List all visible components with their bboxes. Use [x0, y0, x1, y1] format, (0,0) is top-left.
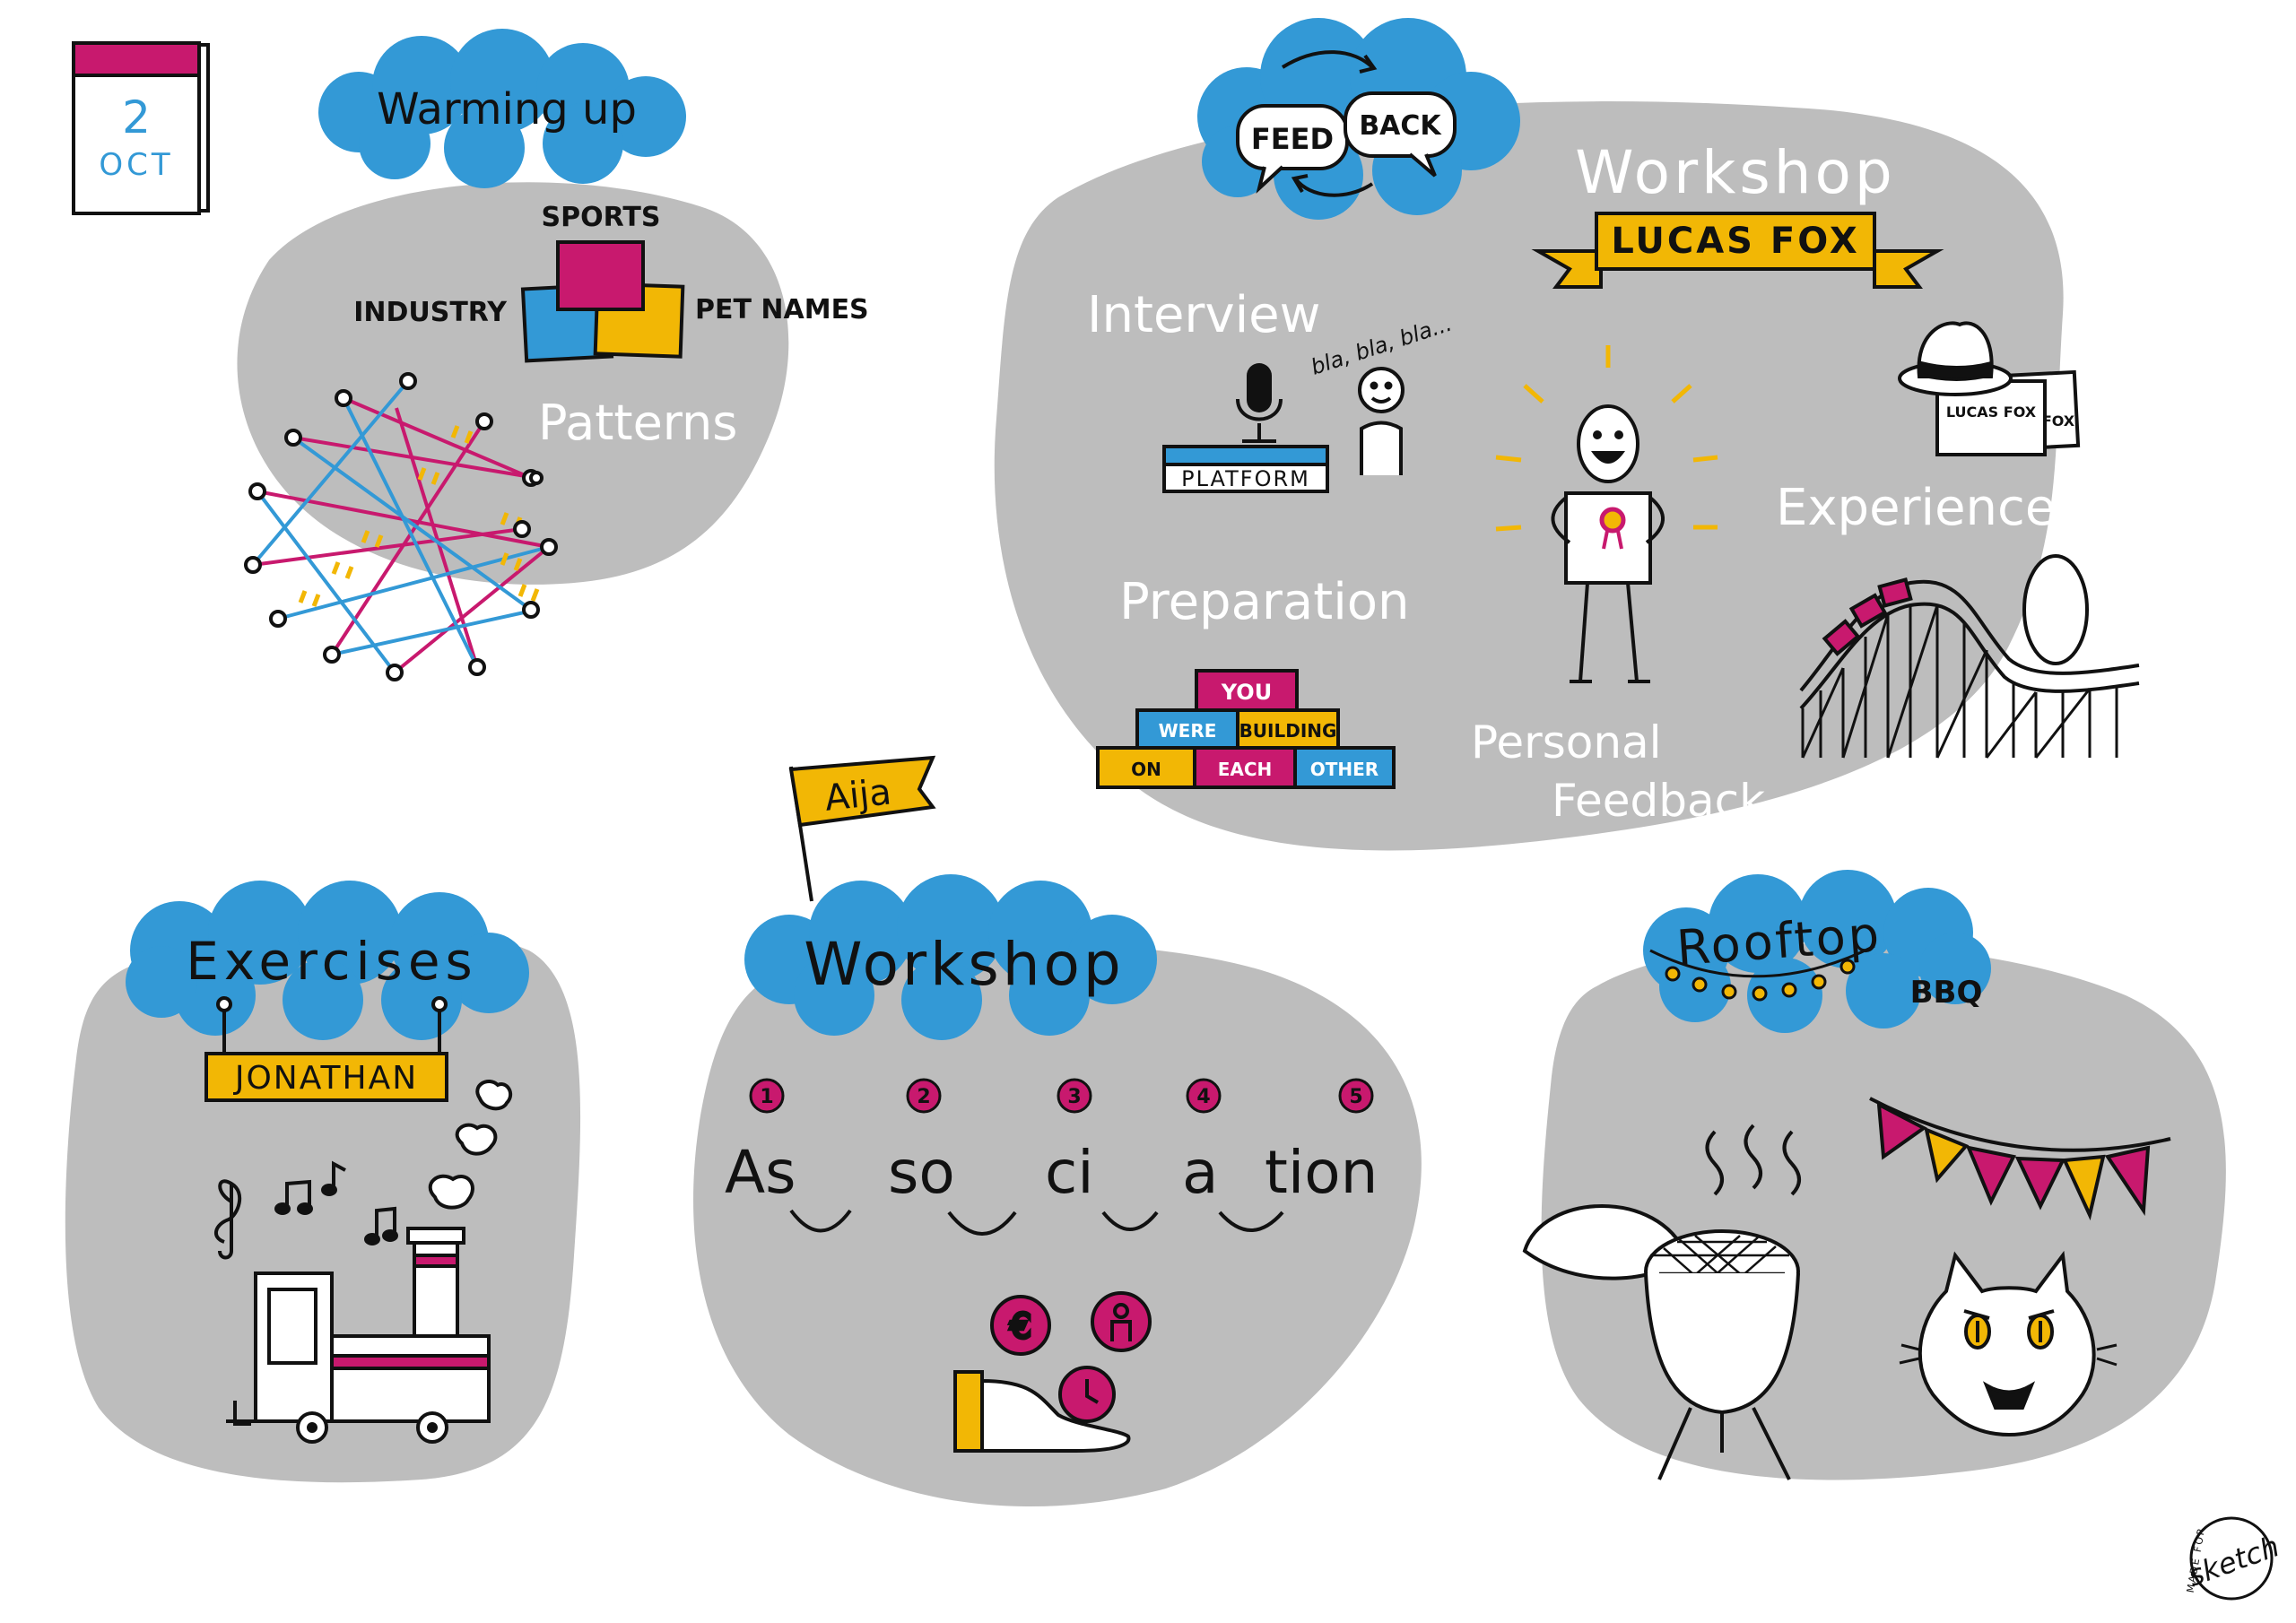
brick-pyramid-icon: [1096, 669, 1396, 789]
lucas-fox-banner-text: LUCAS FOX: [1611, 221, 1859, 262]
jonathan-sign-text: JONATHAN: [233, 1060, 418, 1097]
word-part-so: so: [888, 1138, 955, 1207]
sticky-label-sports: SPORTS: [542, 202, 661, 233]
lucas-fox-banner: [1531, 212, 1944, 289]
pyramid-on: ON: [1131, 759, 1161, 780]
steam-train-icon: [226, 1080, 513, 1444]
personal-feedback-label-2: Feedback: [1552, 775, 1765, 827]
step-number-1: 1: [760, 1086, 773, 1108]
step-number-4: 4: [1196, 1086, 1210, 1108]
calendar-month: OCT: [99, 147, 173, 183]
interviewee-figure-icon: [1358, 367, 1405, 475]
association-word: As so ci a tion: [725, 1138, 1378, 1236]
step-number-4-circle: [1186, 1078, 1222, 1114]
music-notes-icon: [214, 1160, 398, 1260]
exercises-cloud: [126, 881, 529, 1040]
wolf-face-icon: [1899, 1250, 2118, 1437]
step-number-5: 5: [1349, 1086, 1362, 1108]
exercises-title: Exercises: [186, 931, 478, 992]
aija-flag-text: Aija: [822, 771, 893, 819]
patterns-label: Patterns: [538, 395, 737, 451]
word-part-as: As: [725, 1138, 796, 1207]
warming-up-blob: [237, 182, 789, 585]
microphone-icon: [1236, 363, 1283, 443]
workshop-aija-cloud: [744, 874, 1157, 1040]
pyramid-were: WERE: [1159, 720, 1217, 742]
calendar-day: 2: [122, 91, 151, 143]
rooftop-subtitle: BBQ: [1910, 975, 1983, 1011]
euro-coin-icon: [990, 1295, 1051, 1356]
word-part-a: a: [1182, 1138, 1218, 1207]
workshop-aija-blob: [693, 942, 1422, 1506]
steam-lines-icon: [1705, 1124, 1801, 1196]
warming-up-title: Warming up: [377, 84, 637, 135]
preparation-label: Preparation: [1119, 573, 1410, 631]
step-number-3-circle: [1057, 1078, 1092, 1114]
sticky-label-pet-names: PET NAMES: [695, 294, 869, 325]
feedback-bubble-left: FEED: [1251, 122, 1334, 156]
bunting-flags-icon: [1869, 1097, 2171, 1221]
step-number-2: 2: [917, 1086, 930, 1108]
word-part-ci: ci: [1045, 1138, 1094, 1207]
step-number-1-circle: [749, 1078, 785, 1114]
sticky-notes-icon: [520, 240, 685, 363]
calendar-icon: 2 OCT: [72, 41, 210, 215]
step-numbers: 1 2 3 4 5: [749, 1078, 1374, 1114]
string-lights-icon: [1649, 944, 1875, 1002]
pyramid-building: BUILDING: [1239, 720, 1337, 742]
word-part-tion: tion: [1265, 1138, 1378, 1207]
pyramid-each: EACH: [1218, 759, 1273, 780]
sketch-logo: sketch MADE FOR: [2183, 1516, 2283, 1601]
jonathan-sign: [204, 996, 448, 1102]
experience-label: Experience: [1776, 479, 2056, 537]
step-number-5-circle: [1338, 1078, 1374, 1114]
feedback-bubble-right: BACK: [1359, 110, 1442, 142]
workshop-lucas-blob: [994, 101, 2064, 851]
workshop-lucas-title: Workshop: [1575, 138, 1896, 207]
workshop-aija-title: Workshop: [804, 930, 1125, 999]
step-number-2-circle: [906, 1078, 942, 1114]
hat-and-cards-icon: [1898, 321, 2081, 456]
patterns-network-drawing: [244, 372, 558, 681]
interview-label: Interview: [1087, 286, 1320, 344]
pyramid-you: YOU: [1221, 680, 1272, 705]
warming-up-cloud: [318, 29, 686, 188]
platform-label: PLATFORM: [1181, 466, 1310, 491]
bbq-grill-icon: [1522, 1204, 1800, 1480]
feedback-icon: [1236, 50, 1457, 197]
rollercoaster-icon: [1799, 554, 2140, 759]
platform-icon: [1162, 445, 1329, 493]
hat-card-text-back: FOX: [2042, 412, 2075, 430]
hand-with-coins-icon: €: [953, 1291, 1152, 1453]
personal-feedback-label-1: Personal: [1471, 716, 1662, 768]
happy-person-icon: [1495, 345, 1718, 683]
svg-text:€: €: [1010, 1306, 1031, 1346]
pyramid-other: OTHER: [1310, 759, 1378, 780]
aija-flag: [788, 755, 936, 902]
sticky-label-industry: INDUSTRY: [353, 297, 508, 328]
hat-card-text-front: LUCAS FOX: [1946, 404, 2037, 421]
step-number-3: 3: [1067, 1086, 1081, 1108]
